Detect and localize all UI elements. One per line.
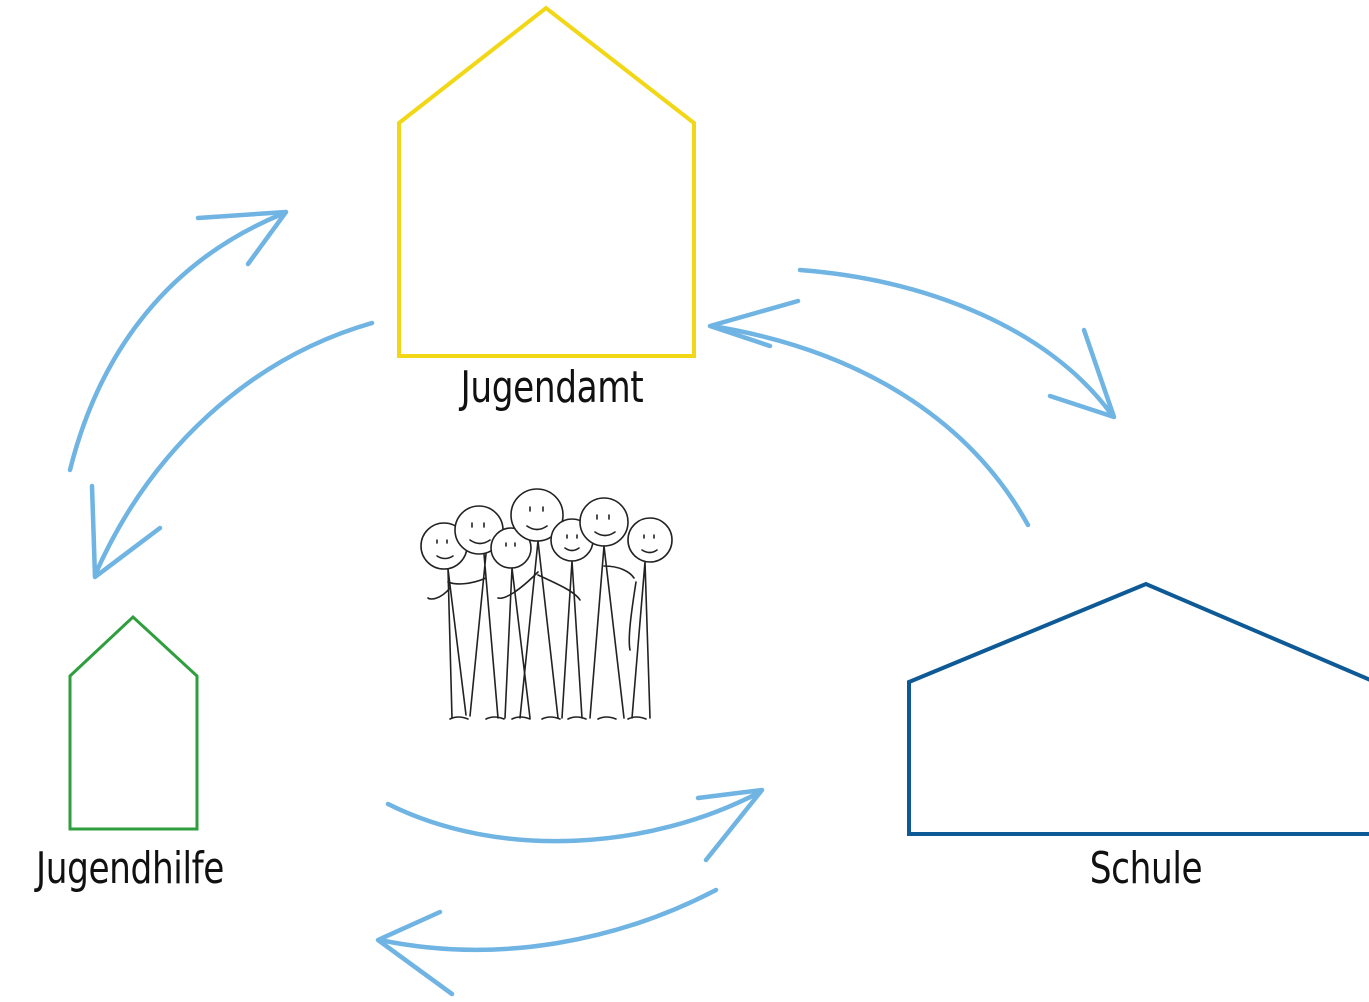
arrow-outer-right <box>797 267 1115 418</box>
arrow-inner-left <box>92 320 375 578</box>
arrow-bottom-lower-head <box>375 909 455 997</box>
arrow-inner-right-head <box>707 298 801 349</box>
arrow-bottom-upper <box>385 789 763 844</box>
arrow-outer-left-head <box>195 209 289 267</box>
arrow-inner-left-head <box>89 483 163 580</box>
jugendhilfe-house-icon <box>68 614 199 831</box>
arrow-bottom-lower <box>377 887 719 953</box>
group-of-people-icon <box>420 488 673 720</box>
arrow-bottom-upper-head <box>695 787 765 863</box>
jugendamt-house-icon <box>397 5 696 358</box>
schule-house-icon <box>907 581 1369 836</box>
arrow-inner-right <box>709 323 1031 528</box>
arrow-outer-right-head <box>1047 327 1117 420</box>
jugendamt-label: Jugendamt <box>460 362 644 413</box>
arrow-outer-left <box>67 211 285 473</box>
flow-arrows <box>67 209 1117 997</box>
jugendhilfe-label: Jugendhilfe <box>35 843 225 894</box>
schule-label: Schule <box>1089 843 1203 894</box>
